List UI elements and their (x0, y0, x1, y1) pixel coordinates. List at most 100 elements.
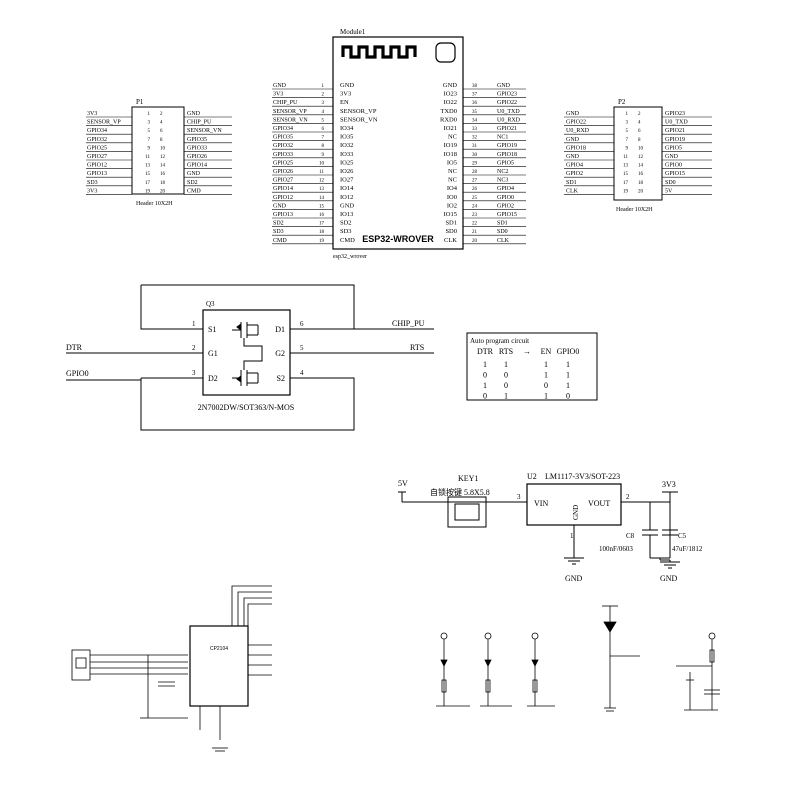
table-cell: 0 (504, 371, 508, 380)
pin-net-label: GPIO18 (566, 145, 586, 151)
pin-net-label: SD2 (187, 180, 198, 186)
pin-name: SENSOR_VP (340, 108, 377, 115)
pin-number: 13 (145, 164, 151, 169)
pin-number: 13 (623, 164, 629, 169)
pin-name: IO5 (447, 159, 457, 166)
table-header-cell: → (523, 347, 531, 356)
pin-number: 15 (145, 172, 151, 177)
pin-number: 5 (322, 118, 325, 123)
pin-number: 3 (322, 101, 325, 106)
pin-net-label: SENSOR_VP (273, 109, 307, 115)
pin-net-label: GPIO13 (273, 212, 293, 218)
pin-number: 9 (148, 146, 151, 151)
pin-net-label: GPIO25 (273, 160, 293, 166)
pin-number: 13 (319, 187, 325, 192)
pin-net-label: SD0 (665, 180, 676, 186)
cp2104-chip (189, 625, 249, 707)
net-chip-pu: CHIP_PU (392, 319, 425, 328)
pin-net-label: 3V3 (87, 188, 97, 194)
gnd-label-2: GND (660, 574, 678, 583)
reg-pin-gnd: 1 (570, 532, 574, 540)
pin-name: IO23 (444, 91, 457, 98)
pin-name: SENSOR_VN (340, 116, 378, 123)
reg-vout: VOUT (588, 499, 610, 508)
pin-name: IO12 (340, 194, 353, 201)
pin-net-label: GPIO15 (665, 171, 685, 177)
pin-number: 20 (160, 189, 166, 194)
pin-name: IO32 (340, 142, 353, 149)
pin-net-label: GPIO0 (665, 163, 682, 169)
pin-number: 3 (192, 369, 196, 377)
gnd-label-1: GND (565, 574, 583, 583)
pin-number: 32 (472, 136, 478, 141)
pin-number: 15 (319, 204, 325, 209)
pin-name: GND (340, 202, 354, 209)
pin-name: RXD0 (440, 116, 457, 123)
pin-number: 18 (160, 181, 166, 186)
pin-name: D1 (275, 325, 285, 334)
pin-number: 22 (472, 222, 478, 227)
pin-number: 2 (638, 112, 641, 117)
pin-number: 37 (472, 93, 478, 98)
pin-number: 31 (472, 144, 478, 149)
pin-net-label: GPIO0 (497, 195, 514, 201)
pin-number: 8 (638, 138, 641, 143)
shield-pad-icon (435, 42, 456, 63)
reg-vin: VIN (534, 499, 548, 508)
pin-net-label: SD2 (273, 221, 284, 227)
pin-net-label: SD3 (273, 229, 284, 235)
pin-number: 7 (148, 138, 151, 143)
pin-name: S2 (277, 374, 285, 383)
pin-name: IO19 (444, 142, 457, 149)
led-3-icon (527, 632, 555, 707)
pin-number: 7 (322, 136, 325, 141)
pin-number: 3 (148, 121, 151, 126)
pin-net-label: GPIO25 (87, 145, 107, 151)
pin-name: SD1 (445, 220, 457, 227)
pin-name: IO26 (340, 168, 354, 175)
pin-net-label: GPIO21 (665, 128, 685, 134)
pin-net-label: U0_RXD (497, 117, 521, 123)
pin-name: CLK (444, 237, 457, 244)
pin-number: 6 (160, 129, 163, 134)
pin-name: IO18 (444, 151, 457, 158)
p1-ref: P1 (136, 98, 144, 106)
led-indicators-section (436, 605, 720, 712)
pin-name: IO21 (444, 125, 457, 132)
pin-number: 21 (472, 230, 478, 235)
pin-number: 4 (300, 369, 304, 377)
pin-number: 10 (638, 146, 644, 151)
pin-name: D2 (208, 374, 218, 383)
module-chip-label: ESP32-WROVER (362, 234, 434, 244)
pin-name: EN (340, 99, 349, 106)
pin-name: G1 (208, 349, 218, 358)
pin-number: 30 (472, 153, 478, 158)
pin-net-label: GPIO26 (187, 154, 207, 160)
pin-net-label: GPIO26 (273, 169, 293, 175)
pin-number: 14 (319, 196, 325, 201)
table-header-cell: EN (541, 347, 552, 356)
pin-number: 19 (145, 189, 151, 194)
pin-number: 1 (148, 112, 151, 117)
pin-net-label: NC1 (497, 135, 508, 141)
pin-name: S1 (208, 325, 216, 334)
pin-number: 12 (319, 179, 325, 184)
pin-net-label: GPIO5 (497, 160, 514, 166)
pin-net-label: GPIO27 (87, 154, 107, 160)
pin-name: IO22 (444, 99, 457, 106)
pin-name: GND (340, 82, 354, 89)
pin-name: TXD0 (440, 108, 457, 115)
pin-net-label: GPIO19 (665, 137, 685, 143)
usb-connector-icon (71, 649, 91, 681)
pin-net-label: 3V3 (87, 111, 97, 117)
pin-number: 25 (472, 196, 478, 201)
pin-number: 38 (472, 84, 478, 89)
